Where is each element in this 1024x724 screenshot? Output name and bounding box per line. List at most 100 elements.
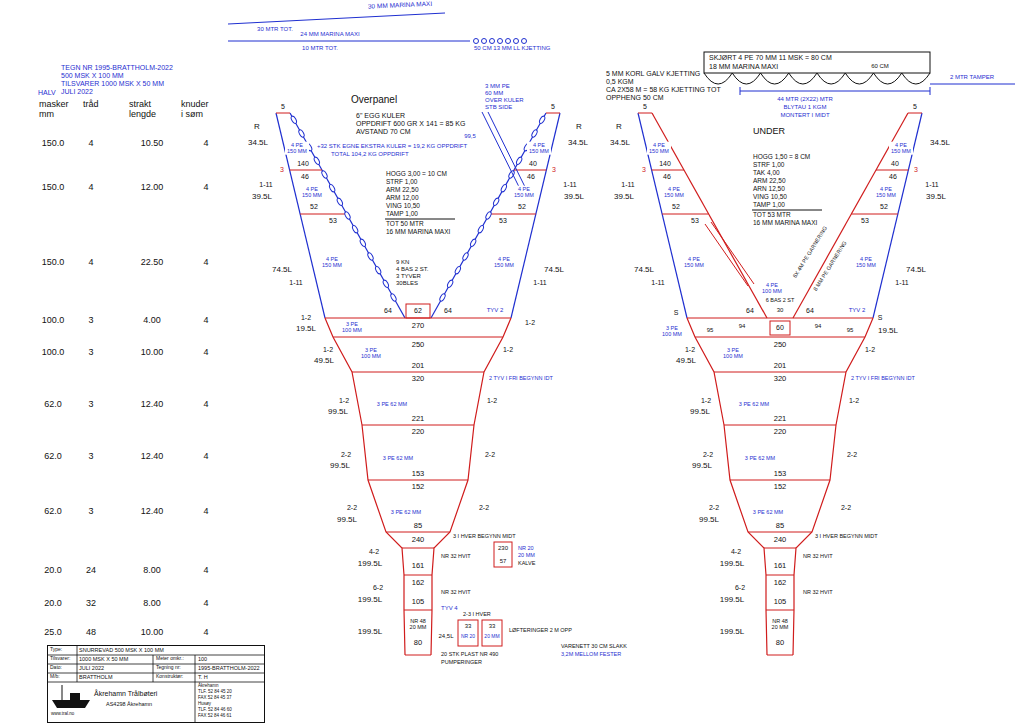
grid-line: [48, 682, 264, 683]
egg-float: [531, 129, 538, 138]
table-cell: 8.00: [142, 565, 162, 575]
mesh-label: 2-2: [340, 451, 352, 459]
title-cell: Konstruktør:: [156, 674, 183, 680]
table-cell: 150.0: [41, 138, 66, 148]
egg-float: [328, 184, 335, 193]
accessory-note: 57: [499, 558, 508, 565]
mesh-label: 53: [860, 217, 870, 225]
mesh-label: 1-2: [502, 346, 514, 354]
section-line: [402, 548, 434, 549]
twine-label: 4 PE 150 MM: [647, 142, 671, 155]
table-cell: 3: [87, 451, 94, 461]
rope-line: [228, 13, 445, 24]
mesh-label: 199.5L: [357, 595, 383, 604]
rigging-note: HOGG 3,00 = 10 CM: [385, 170, 448, 177]
mesh-label: 3 I HVER BEGYNN MIDT: [814, 533, 879, 539]
mesh-label: 52: [309, 203, 319, 211]
egg-float: [290, 115, 297, 124]
mesh-label: 99.5L: [691, 461, 713, 470]
mesh-label: 6-2: [372, 584, 384, 592]
accessory-note: 33: [488, 623, 497, 630]
accessory-note: 33: [464, 623, 473, 630]
rope-note: 2 MTR TAMPER: [949, 74, 995, 81]
mesh-label: 4 PE 100 MM: [760, 282, 784, 295]
mesh-label: 40: [890, 160, 900, 168]
table-heading: i søm: [180, 109, 204, 119]
table-cell: 22.50: [140, 257, 165, 267]
mesh-label: 46: [526, 173, 536, 181]
mesh-label: 85: [413, 522, 423, 531]
egg-float: [390, 293, 397, 302]
section-line: [714, 372, 846, 373]
rigging-note: VING 10,50: [752, 193, 788, 200]
table-cell: 32: [85, 598, 97, 608]
accessory-note: 20 MM: [483, 634, 500, 640]
chain-note: 0,5 KGM: [605, 78, 635, 86]
skirt-note: 60 CM: [870, 63, 890, 70]
mesh-label: 5: [550, 103, 556, 111]
accessory-note: 230: [497, 545, 509, 552]
table-cell: 8.00: [142, 598, 162, 608]
panel-title: Overpanel: [350, 94, 398, 106]
mesh-label: 1-2: [864, 346, 876, 354]
drawing-number: JULI 2022: [60, 88, 94, 96]
section-line: [724, 425, 836, 426]
mesh-label: NR 32 HVIT: [440, 589, 472, 595]
mesh-label: 60: [775, 324, 785, 332]
mesh-label: 3: [913, 166, 919, 174]
mesh-label: 64: [805, 307, 815, 315]
mesh-label: 74.5L: [543, 265, 565, 274]
table-cell: 62.0: [43, 451, 63, 461]
mesh-label: 53: [498, 217, 508, 225]
chain-note: OPPHENG 50 CM: [605, 94, 665, 102]
rigging-note: 16 MM MARINA MAXI: [385, 228, 451, 235]
boat-logo: [62, 685, 63, 700]
rope-note: OVER KULER: [484, 97, 525, 104]
egg-float: [298, 129, 305, 138]
section-line: [695, 337, 865, 338]
skirt-note: SKJØRT 4 PE 70 MM 11 MSK = 80 CM: [708, 54, 833, 62]
mesh-label: 85: [775, 522, 785, 531]
rope-note: 60 MM: [484, 90, 504, 97]
title-cell: Type:: [50, 647, 62, 653]
mesh-label: 2 TYV I FRI BEGYNN IDT: [488, 375, 554, 381]
mesh-label: 105: [773, 598, 788, 607]
mesh-label: 99.5L: [336, 515, 358, 524]
mesh-label: 30: [776, 307, 785, 314]
mesh-label: 1-11: [894, 279, 910, 287]
chain-link: [498, 39, 503, 44]
panel-title: UNDER: [752, 126, 786, 136]
mesh-label: 320: [773, 375, 788, 384]
mesh-label: 140: [658, 160, 672, 168]
drawing-number: HALV: [37, 89, 57, 97]
mesh-label: S: [673, 309, 680, 317]
table-cell: 4: [202, 565, 209, 575]
table-cell: 62.0: [43, 399, 63, 409]
mesh-label: 6-2: [734, 584, 746, 592]
twine-label: 4 PE 150 MM: [512, 186, 536, 199]
accessory-note: 24,5L: [437, 633, 454, 640]
section-line: [300, 214, 347, 215]
mesh-label: 320: [411, 375, 426, 384]
mesh-label: 1-11: [532, 279, 548, 287]
mesh-label: 3: [551, 166, 557, 174]
skirt-scallops: [704, 73, 930, 84]
mesh-label: 80: [413, 639, 423, 648]
mesh-label: 2-2: [478, 504, 490, 512]
drawing-number: TILSVARER 1000 MSK X 50 MM: [60, 80, 165, 88]
table-cell: 4.00: [142, 315, 162, 325]
centre-square: [406, 304, 430, 318]
chain-link: [522, 39, 527, 44]
title-cell: 1995-BRATTHOLM-2022: [198, 665, 260, 671]
table-cell: 10.00: [140, 347, 165, 357]
rope-note: 99,5: [463, 133, 477, 140]
table-cell: 12.40: [140, 399, 165, 409]
egg-float: [359, 238, 366, 247]
mesh-label: 152: [773, 483, 788, 492]
grid-line: [195, 655, 196, 722]
section-line: [730, 480, 830, 481]
skirt-box: [704, 52, 930, 73]
title-cell: JULI 2022: [79, 665, 104, 671]
mesh-label: 221: [773, 415, 788, 424]
mesh-label: 2-2: [840, 504, 852, 512]
